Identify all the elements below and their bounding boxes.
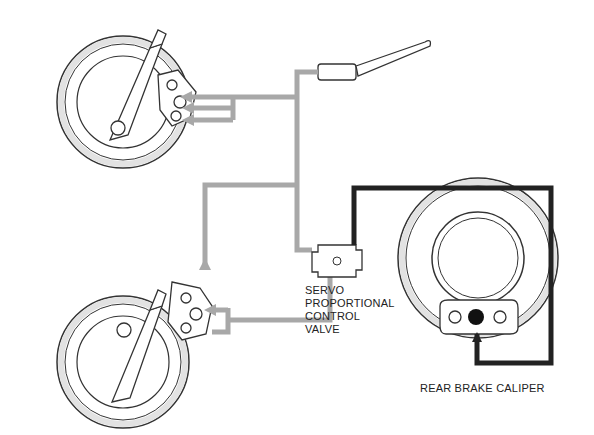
caliper-piston [468, 309, 484, 325]
caliper-node: REAR BRAKE CALIPER [440, 300, 518, 334]
control-valve [312, 245, 362, 277]
brake-line [354, 188, 551, 363]
valve-node: SERVO PROPORTIONAL CONTROL VALVE [312, 243, 362, 279]
fork [112, 306, 162, 402]
flow-arrow [180, 91, 216, 316]
part-label: REAR BRAKE CALIPER [420, 382, 560, 395]
part-label: SERVO PROPORTIONAL CONTROL VALVE [305, 284, 397, 336]
fork [110, 44, 162, 140]
rear-wheel [398, 178, 558, 338]
rear-caliper-body [440, 300, 518, 334]
master-cylinder [318, 64, 356, 80]
brake-lever [356, 41, 430, 76]
front-caliper [168, 282, 212, 340]
front-caliper [158, 70, 196, 126]
